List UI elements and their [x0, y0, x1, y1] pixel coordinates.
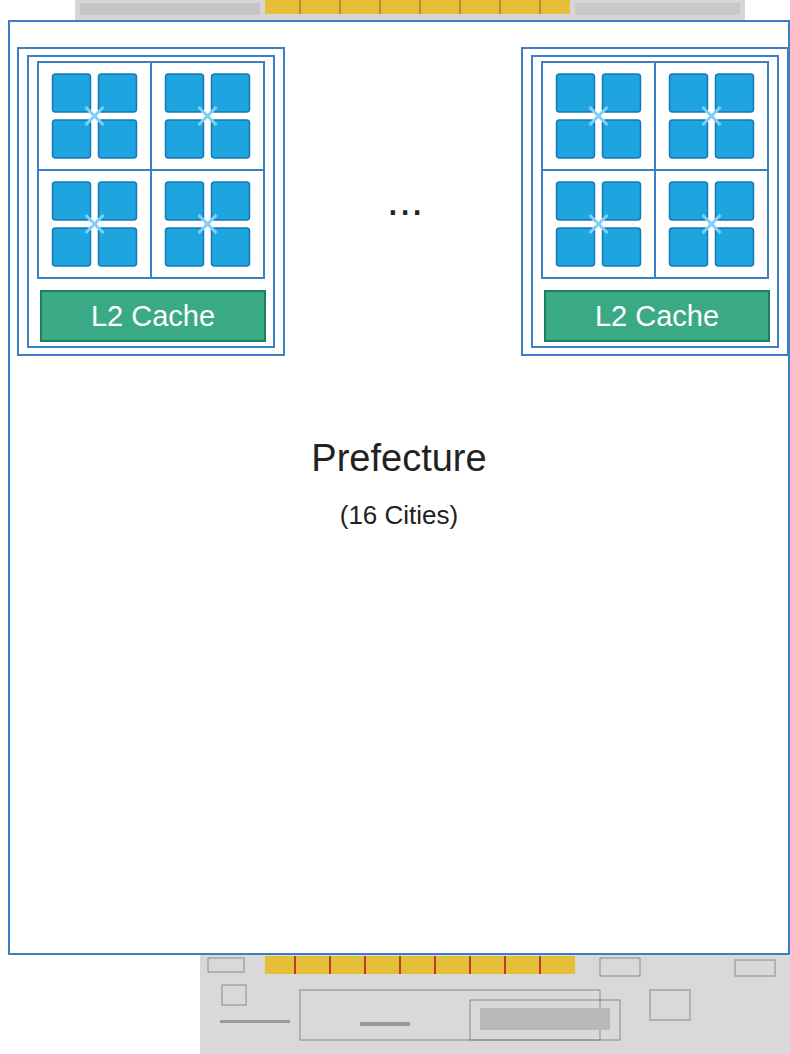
core-square — [557, 228, 595, 266]
core-cluster — [542, 170, 655, 278]
core-cluster — [655, 62, 768, 170]
core-square — [670, 120, 708, 158]
crossbar — [86, 215, 104, 233]
core-square — [716, 182, 754, 220]
city-block — [522, 48, 788, 355]
core-square — [603, 74, 641, 112]
core-square — [557, 74, 595, 112]
crossbar — [703, 215, 721, 233]
core-square — [603, 228, 641, 266]
core-square — [212, 182, 250, 220]
crossbar — [199, 215, 217, 233]
core-square — [716, 120, 754, 158]
crossbar — [703, 215, 721, 233]
crossbar — [86, 107, 104, 125]
core-square — [99, 120, 137, 158]
core-square — [670, 74, 708, 112]
prefecture-title: Prefecture — [10, 437, 788, 480]
core-square — [99, 182, 137, 220]
die-blocks — [208, 958, 775, 1040]
cache-label: L2 Cache — [91, 300, 215, 333]
core-square — [212, 120, 250, 158]
crossbar — [86, 215, 104, 233]
crossbar — [590, 215, 608, 233]
core-cluster — [542, 62, 655, 170]
core-square — [166, 182, 204, 220]
l2-cache-box: L2 Cache — [40, 290, 266, 342]
core-square — [166, 74, 204, 112]
core-square — [557, 120, 595, 158]
die-io-band — [265, 0, 570, 14]
core-square — [670, 228, 708, 266]
crossbar — [703, 107, 721, 125]
prefecture-subtitle: (16 Cities) — [10, 500, 788, 531]
die-detail — [575, 3, 740, 15]
core-square — [53, 228, 91, 266]
prefecture-box: Prefecture (16 Cities) L2 Cache L2 Cache — [8, 20, 790, 955]
core-square — [716, 228, 754, 266]
core-square — [603, 182, 641, 220]
die-blocks — [220, 1008, 610, 1030]
core-square — [670, 182, 708, 220]
l2-cache-box: L2 Cache — [544, 290, 770, 342]
core-square — [99, 228, 137, 266]
core-cluster — [151, 62, 264, 170]
city-block — [18, 48, 284, 355]
cache-label: L2 Cache — [595, 300, 719, 333]
city-inner-outline — [532, 56, 778, 347]
die-io-segments — [295, 956, 540, 974]
core-square — [53, 120, 91, 158]
crossbar — [199, 215, 217, 233]
core-square — [166, 228, 204, 266]
crossbar — [703, 107, 721, 125]
crossbar — [590, 215, 608, 233]
core-cluster — [38, 62, 151, 170]
city-outline — [522, 48, 788, 355]
core-square — [212, 74, 250, 112]
core-square — [212, 228, 250, 266]
core-square — [603, 120, 641, 158]
prefecture-ground — [8, 20, 790, 955]
city-outline — [18, 48, 284, 355]
core-square — [53, 182, 91, 220]
core-square — [557, 182, 595, 220]
die-io-band — [265, 956, 575, 974]
ellipsis-label: ... — [340, 175, 470, 225]
die-photo — [200, 950, 790, 1054]
crossbar — [590, 107, 608, 125]
core-square — [99, 74, 137, 112]
core-square — [53, 74, 91, 112]
core-cluster — [38, 170, 151, 278]
die-io-segments — [300, 0, 540, 14]
crossbar — [199, 107, 217, 125]
core-square — [166, 120, 204, 158]
die-detail — [80, 3, 260, 15]
core-cluster — [655, 170, 768, 278]
crossbar — [199, 107, 217, 125]
crossbar — [590, 107, 608, 125]
core-square — [716, 74, 754, 112]
core-cluster — [151, 170, 264, 278]
city-inner-outline — [28, 56, 274, 347]
crossbar — [86, 107, 104, 125]
